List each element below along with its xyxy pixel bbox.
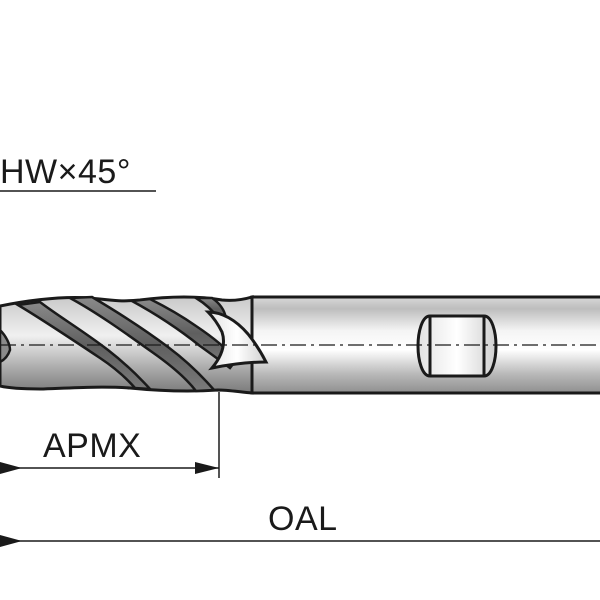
oal-label: OAL <box>268 500 338 538</box>
apmx-arrow-right <box>195 462 219 474</box>
apmx-label: APMX <box>43 427 141 465</box>
flute-groove-1 <box>14 300 154 391</box>
cutting-tip <box>0 328 12 364</box>
chamfer-label: HW×45° <box>0 153 131 191</box>
chamfer-dimension: HW×45° <box>0 153 156 192</box>
apmx-arrow-left <box>0 462 22 474</box>
oal-arrow-left <box>0 535 22 547</box>
flute-groove-2 <box>65 295 217 393</box>
end-mill-tool <box>0 294 600 395</box>
flute-groove-3 <box>127 297 238 370</box>
flute-runout <box>204 310 269 371</box>
oal-dimension: OAL <box>0 500 600 547</box>
apmx-dimension: APMX <box>0 392 220 478</box>
